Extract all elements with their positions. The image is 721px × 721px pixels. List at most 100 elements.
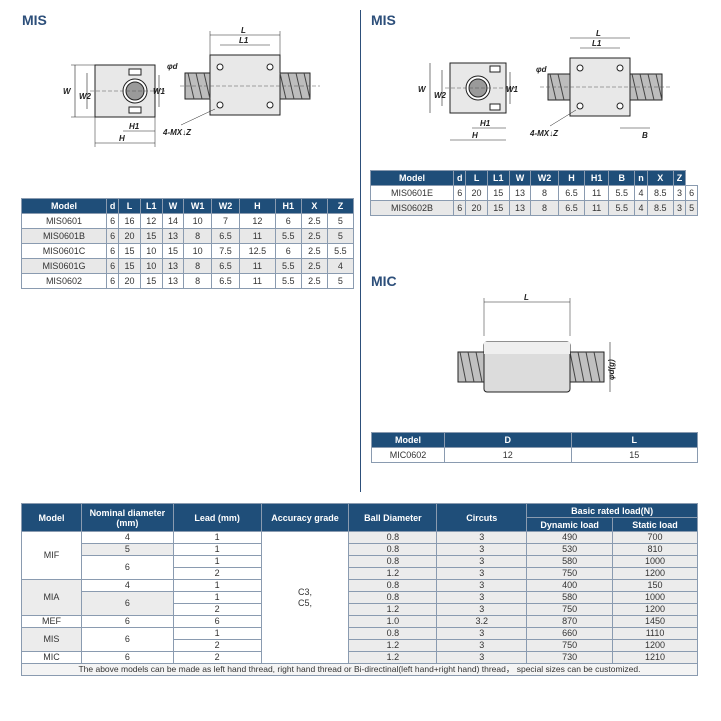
mis-left-col-header: Z	[326, 198, 355, 214]
dim-h: H	[119, 134, 125, 143]
table-cell: 8	[530, 185, 560, 201]
table-cell: 15	[161, 243, 185, 259]
dim-mx: 4-MX↓Z	[162, 128, 192, 137]
table-cell: 1.2	[348, 567, 438, 580]
table-cell: 730	[526, 651, 614, 664]
mis-left-col-header: L1	[139, 198, 163, 214]
mis-left-col-header: L	[118, 198, 141, 214]
mis-right-col-header: L	[465, 170, 488, 186]
table-cell: 0.8	[348, 531, 438, 544]
table-cell: 150	[612, 579, 698, 592]
table-cell: 10	[139, 243, 163, 259]
table-cell: MIS0601G	[21, 258, 107, 274]
header-model: Model	[21, 503, 82, 532]
table-cell: 5.5	[608, 200, 636, 216]
header-circuits: Circuts	[436, 503, 528, 532]
table-cell: 2	[172, 639, 262, 652]
table-cell: 0.8	[348, 579, 438, 592]
table-cell: 14	[161, 213, 185, 229]
table-cell: 870	[526, 615, 614, 628]
table-cell: 1	[172, 531, 262, 544]
table-cell: 15	[139, 273, 163, 289]
table-cell: 10	[183, 243, 213, 259]
table-cell: 13	[161, 258, 185, 274]
table-cell: 4	[326, 258, 355, 274]
table-cell: 6	[105, 213, 120, 229]
mis-left-title: MIS	[22, 12, 47, 28]
dim-l: L	[241, 26, 246, 35]
section-divider	[360, 10, 361, 492]
table-cell: 1200	[612, 603, 698, 616]
mis-left-col-header: X	[300, 198, 328, 214]
table-cell: 5	[326, 228, 355, 244]
table-cell: 12	[239, 213, 276, 229]
mic-table: Model D L MIC0602 12 15	[371, 432, 698, 463]
table-cell: 1200	[612, 567, 698, 580]
dim-w2: W2	[434, 91, 447, 100]
table-cell: 3	[672, 185, 687, 201]
table-cell: 6.5	[558, 185, 586, 201]
table-cell: 3.2	[436, 615, 528, 628]
table-cell: 1.2	[348, 651, 438, 664]
table-cell: 7.5	[211, 243, 241, 259]
table-cell: 4	[80, 579, 174, 592]
table-cell: 8.5	[646, 200, 674, 216]
table-cell: 6	[80, 555, 174, 580]
mis-left-drawing: W W2 W1 H H1 L L1 φd 4-MX↓Z	[63, 26, 320, 147]
mis-left-col-header: Model	[21, 198, 107, 214]
table-cell: 580	[526, 555, 614, 568]
dim-mx: 4-MX↓Z	[529, 129, 559, 138]
table-cell: 15	[486, 200, 510, 216]
mic-col-header: Model	[371, 432, 445, 448]
table-cell: 3	[672, 200, 687, 216]
table-cell: 5	[326, 213, 355, 229]
table-cell: 11	[584, 185, 610, 201]
dim-w: W	[418, 85, 427, 94]
dim-l1: L1	[592, 39, 602, 48]
table-cell: 6	[105, 243, 120, 259]
table-cell: 15	[139, 228, 163, 244]
table-cell: 5.5	[274, 258, 302, 274]
mis-right-drawing: W W2 W1 H H1 L L1 φd 4-MX↓Z B	[418, 29, 672, 141]
table-cell: 3	[436, 591, 528, 604]
table-cell: 4	[634, 200, 648, 216]
table-cell: 490	[526, 531, 614, 544]
table-cell: 2.5	[300, 213, 328, 229]
table-cell: 7	[211, 213, 241, 229]
table-cell: 2	[172, 603, 262, 616]
mis-right-col-header: B	[608, 170, 636, 186]
table-cell: 15	[570, 447, 698, 463]
table-cell: MIA	[21, 579, 82, 616]
dim-l: L	[596, 29, 601, 38]
table-cell: 6	[274, 213, 302, 229]
table-cell: 6	[105, 228, 120, 244]
mis-right-col-header: d	[452, 170, 467, 186]
mis-left-col-header: W	[161, 198, 185, 214]
table-cell: MIS0601B	[21, 228, 107, 244]
table-cell: 400	[526, 579, 614, 592]
mis-right-col-header: W	[508, 170, 532, 186]
table-row: MIC0602 12 15	[371, 447, 698, 463]
table-cell: 6.5	[211, 228, 241, 244]
mis-left-col-header: d	[105, 198, 120, 214]
mis-right-col-header: H1	[584, 170, 610, 186]
mis-right-col-header: H	[558, 170, 586, 186]
mis-right-col-header: Z	[672, 170, 687, 186]
table-cell: 6	[80, 651, 174, 664]
table-cell: 3	[436, 579, 528, 592]
table-cell: 20	[465, 200, 488, 216]
table-cell: 6	[452, 200, 467, 216]
table-cell: 1210	[612, 651, 698, 664]
table-cell: 8	[183, 258, 213, 274]
table-cell: MIS0602	[21, 273, 107, 289]
